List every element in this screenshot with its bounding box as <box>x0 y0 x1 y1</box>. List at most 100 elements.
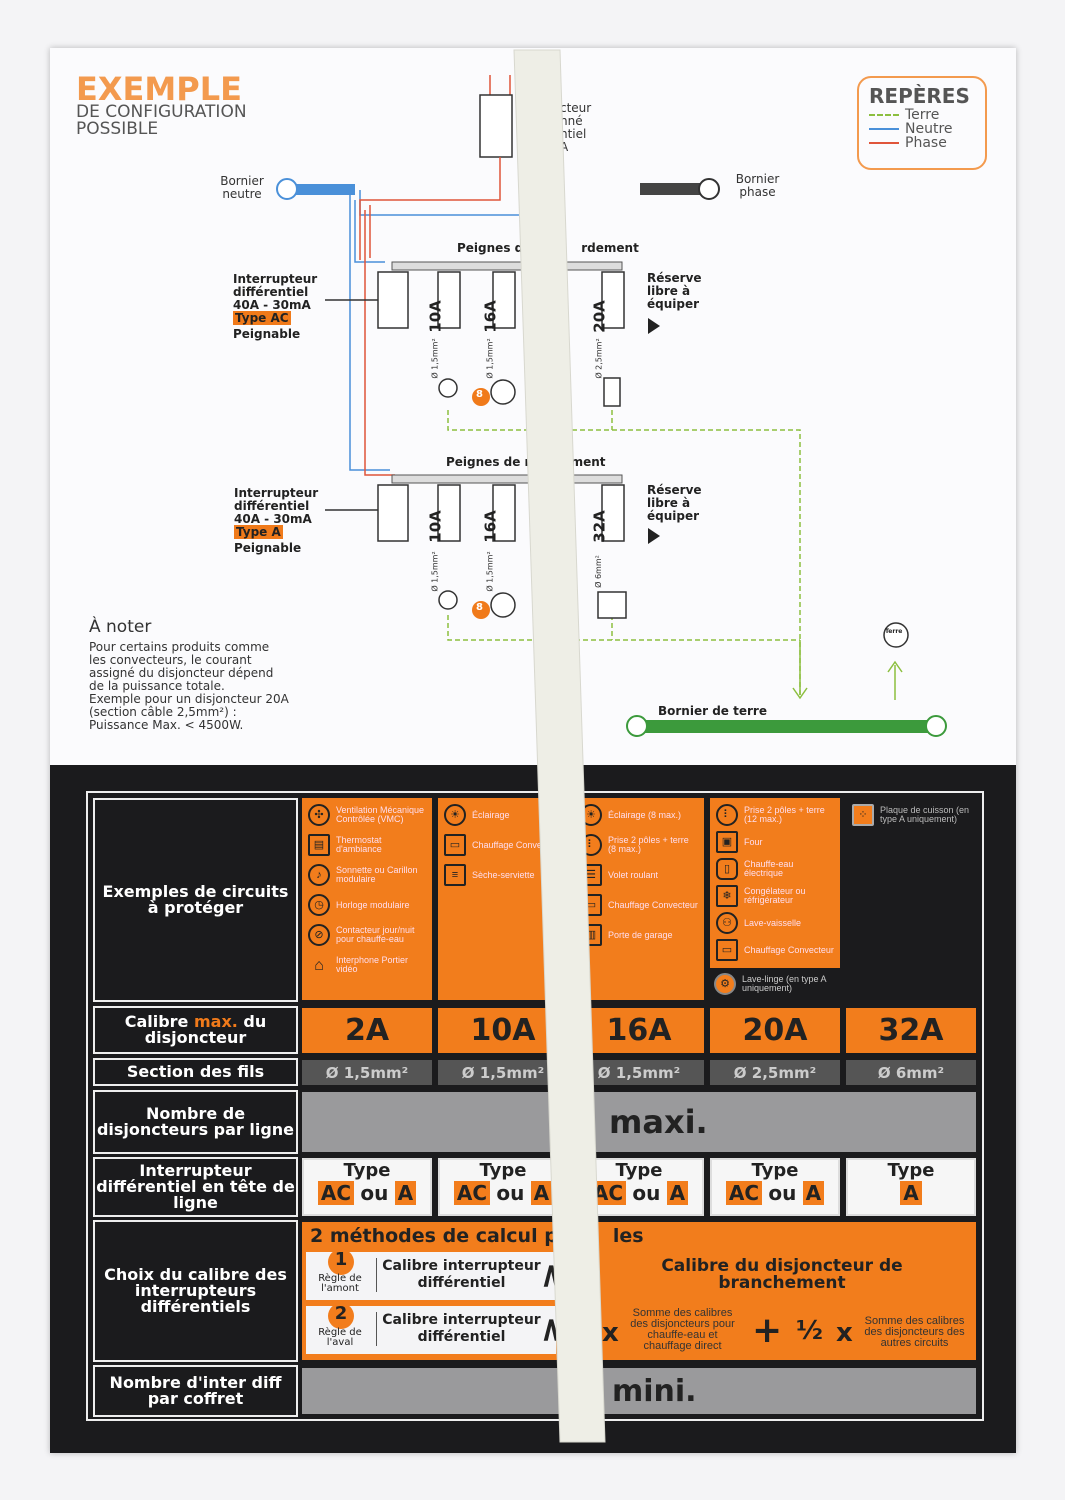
circuit-item: ▭Chauffage Conve <box>444 834 562 856</box>
circuit-item: ⠇ Prise 2 pôles + terre (12 max.) <box>716 804 834 826</box>
row-header-interrupteur: Interrupteur différentiel en tête de lig… <box>93 1157 298 1217</box>
note-line: les convecteurs, le courant <box>89 653 252 667</box>
row-header-nombre: Nombre de disjoncteurs par ligne <box>93 1090 298 1154</box>
clock-icon: ◷ <box>308 894 330 916</box>
socket-icon: ⠇ <box>716 804 738 826</box>
text: libre à <box>647 284 691 298</box>
title-block: EXEMPLE DE CONFIGURATION POSSIBLE <box>76 73 247 139</box>
text: les <box>612 1225 644 1247</box>
text: Calibre <box>124 1012 194 1031</box>
subtitle-line-2: POSSIBLE <box>76 119 159 139</box>
text: ou <box>496 1181 525 1205</box>
text: Type <box>751 1160 799 1181</box>
section-cell: Ø 6mm² <box>846 1060 976 1085</box>
methods-title: 2 méthodes de calcul po les <box>310 1225 644 1247</box>
circuits-32a: ⁘Plaque de cuisson (en type A uniquement… <box>846 798 976 1000</box>
note-line: Puissance Max. < 4500W. <box>89 718 244 732</box>
supply-wire <box>489 75 511 95</box>
text: Prise 2 pôles + terre (8 max.) <box>608 835 689 854</box>
calibre-cell: 32A <box>846 1008 976 1053</box>
row-header-nombre-inter: Nombre d'inter diff par coffret <box>93 1365 298 1417</box>
circuit-item: ▣Four <box>716 831 834 853</box>
circuit-item: ≡Sèche-serviette <box>444 864 562 886</box>
type-a-badge: A <box>666 1181 689 1205</box>
bornier-terre-label: Bornier de terre <box>658 704 767 718</box>
text: Lave-vaisselle <box>744 917 802 928</box>
convector-icon: ▭ <box>716 939 738 961</box>
text: du disjoncteur <box>144 1012 267 1047</box>
circuit-item: ⌂ Interphone Portier vidéo <box>308 954 426 976</box>
text: Sonnette ou Carillon modulaire <box>336 865 418 884</box>
water-heater-icon: ▯ <box>716 858 738 880</box>
text: Réserve <box>647 483 702 497</box>
plus-icon: + <box>752 1310 783 1351</box>
type-a-badge: A <box>900 1181 922 1205</box>
text: Interphone Portier vidéo <box>336 955 409 974</box>
text: Congélateur ou réfrigérateur <box>744 886 806 905</box>
text: Chauffage Convecteur <box>744 944 834 955</box>
sum-other: Somme des calibres des disjoncteurs des … <box>864 1315 965 1349</box>
legend-item-neutre: Neutre <box>869 122 975 136</box>
section-cell: Ø 1,5mm² <box>438 1060 568 1085</box>
rule-2-box: 2 Règle de l'aval Calibre interrupteur d… <box>306 1303 556 1354</box>
house-intercom-icon: ⌂ <box>314 956 324 974</box>
rule-2-number: 2 <box>328 1303 354 1329</box>
note-line: (section câble 2,5mm²) : <box>89 705 237 719</box>
text: Peignes de r <box>446 455 531 469</box>
note-line: de la puissance totale. <box>89 679 225 693</box>
text: Interrupteur <box>233 272 318 286</box>
type-ac-badge: Type AC <box>233 311 291 325</box>
circuit-item: ❄Congélateur ou réfrigérateur <box>716 885 834 907</box>
text: Type <box>887 1160 935 1181</box>
circuits-20a: ⠇ Prise 2 pôles + terre (12 max.) ▣Four ▯… <box>710 798 840 1000</box>
terre-line-icon <box>869 114 899 116</box>
circuit-item: ▯Chauffe-eau électrique <box>716 858 834 880</box>
bornier-neutre-label: Bornier neutre <box>220 174 264 201</box>
circuit-item: ⚇Lave-vaisselle <box>716 912 834 934</box>
label-fragment: nné <box>560 114 583 128</box>
type-ac-badge: AC <box>453 1181 491 1205</box>
circuit-item: ⁘Plaque de cuisson (en type A uniquement… <box>852 804 970 826</box>
cooktop-icon: ⁘ <box>852 804 874 826</box>
text: Chauffage Convecteur <box>608 899 698 910</box>
text: Peignable <box>233 327 301 341</box>
row-header-calibre: Calibre max. du disjoncteur <box>93 1006 298 1054</box>
text: Ventilation Mécanique Contrôlée (VMC) <box>336 805 425 824</box>
text: Réserve <box>647 271 702 285</box>
text: Porte de garage <box>608 929 673 940</box>
circuits-2a: ✣Ventilation Mécanique Contrôlée (VMC) ▤… <box>302 798 432 1000</box>
note-title: À noter <box>89 617 152 637</box>
multiply-icon: x <box>836 1318 853 1348</box>
text: 2 méthodes de calcul po <box>310 1225 571 1247</box>
phase-line-icon <box>869 142 899 144</box>
circuit-item: ▭ Chauffage Convecteur <box>716 939 834 961</box>
text: ou <box>768 1181 797 1205</box>
wiring-diagram <box>276 75 947 737</box>
main-breaker-icon <box>479 94 513 158</box>
row-header-section: Section des fils <box>93 1058 298 1086</box>
text: ou <box>360 1181 389 1205</box>
section-cell: Ø 1,5mm² <box>302 1060 432 1085</box>
circuit-item: ☀Éclairage <box>444 804 562 826</box>
nombre-disjoncteurs-cell: maxi. <box>302 1092 976 1152</box>
text: Volet roulant <box>608 869 659 880</box>
text: Type <box>479 1160 527 1181</box>
text: Lave-linge (en type A uniquement) <box>742 974 827 993</box>
text: Éclairage (8 max.) <box>608 809 682 820</box>
note-block: À noter Pour certains produits comme les… <box>89 617 319 732</box>
circuit-item: ⊘Contacteur jour/nuit pour chauffe-eau <box>308 924 426 946</box>
neutre-line-icon <box>869 128 899 130</box>
nombre-inter-cell: mini. <box>302 1368 976 1414</box>
neutral-terminal-icon <box>295 184 355 195</box>
text: Horloge modulaire <box>336 899 410 910</box>
label-fragment: cteur <box>560 101 592 115</box>
type-a-badge: A <box>394 1181 417 1205</box>
text: différentiel <box>234 499 310 513</box>
type-ac-badge: AC <box>317 1181 355 1205</box>
text: Éclairage <box>472 809 510 820</box>
calibre-cell: 20A <box>710 1008 840 1053</box>
text: Prise 2 pôles + terre (12 max.) <box>744 805 825 824</box>
